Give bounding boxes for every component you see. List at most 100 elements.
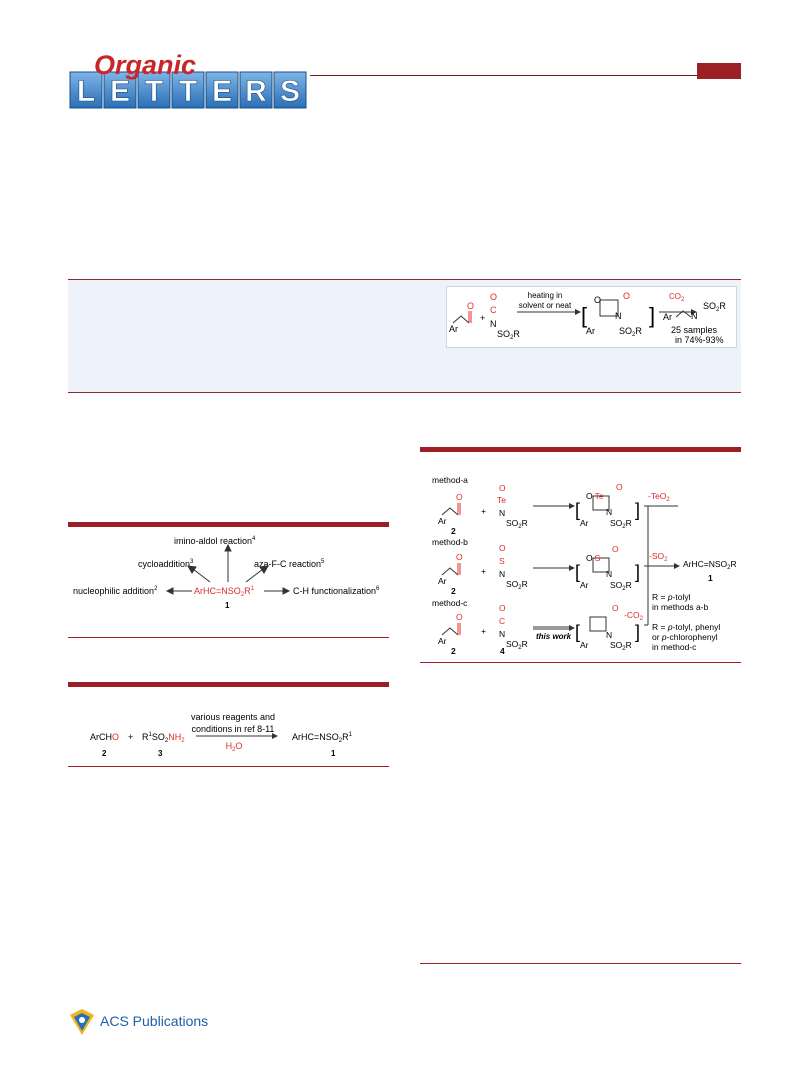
svg-text:heating in: heating in — [528, 291, 563, 300]
svg-text:1: 1 — [708, 573, 713, 583]
svg-text:SO2R: SO2R — [610, 580, 632, 592]
svg-text:O: O — [499, 603, 506, 613]
svg-text:Ar: Ar — [586, 326, 595, 336]
svg-text:1: 1 — [331, 749, 336, 758]
svg-text:SO2R: SO2R — [610, 518, 632, 530]
svg-text:method-a: method-a — [432, 475, 468, 485]
svg-text:3: 3 — [158, 749, 163, 758]
svg-text:N: N — [691, 311, 698, 321]
svg-text:+: + — [481, 626, 486, 636]
scheme2-bottom-rule — [420, 662, 741, 663]
svg-text:R = p-tolyl, phenyl: R = p-tolyl, phenyl — [652, 622, 720, 632]
svg-text:T: T — [145, 75, 163, 108]
svg-text:Ar: Ar — [438, 576, 447, 586]
svg-text:O: O — [467, 301, 474, 311]
svg-text:ArHC=NSO2R1: ArHC=NSO2R1 — [194, 586, 255, 598]
svg-text:Te: Te — [497, 495, 506, 505]
svg-text:in method-c: in method-c — [652, 642, 697, 652]
column-footer-rule — [420, 963, 741, 964]
svg-text:Ar: Ar — [663, 312, 672, 322]
svg-text:N: N — [606, 569, 612, 579]
svg-text:4: 4 — [500, 646, 505, 656]
svg-text:SO2R: SO2R — [506, 518, 528, 530]
svg-text:SO2R: SO2R — [506, 579, 528, 591]
scheme1-top-rule — [68, 682, 389, 687]
svg-text:[: [ — [575, 500, 580, 520]
figure1-graphic: imino-aldol reaction4 cycloaddition3 aza… — [68, 527, 389, 637]
svg-text:Ar: Ar — [438, 636, 447, 646]
svg-text:SO2R: SO2R — [610, 640, 632, 652]
acs-publications-logo: ACS Publications — [68, 1005, 228, 1037]
svg-text:]: ] — [635, 622, 640, 642]
svg-text:C: C — [499, 616, 505, 626]
scheme1-bottom-rule — [68, 766, 389, 767]
svg-text:R = p-tolyl: R = p-tolyl — [652, 592, 691, 602]
svg-text:Ar: Ar — [449, 324, 458, 334]
svg-text:SO2R: SO2R — [619, 326, 642, 338]
svg-text:[: [ — [575, 562, 580, 582]
figure1-top-rule — [68, 522, 389, 527]
svg-text:S: S — [499, 556, 505, 566]
svg-text:2: 2 — [451, 526, 456, 536]
svg-text:N: N — [499, 508, 505, 518]
svg-text:L: L — [77, 75, 95, 108]
svg-text:O: O — [594, 295, 601, 305]
svg-text:Ar: Ar — [580, 640, 589, 650]
svg-text:-TeO2: -TeO2 — [648, 491, 670, 503]
svg-text:O: O — [612, 603, 619, 613]
svg-text:C: C — [490, 305, 497, 315]
svg-text:+: + — [128, 732, 133, 742]
svg-text:Ar: Ar — [438, 516, 447, 526]
svg-text:ArHC=NSO2R: ArHC=NSO2R — [683, 559, 737, 571]
svg-text:N: N — [499, 569, 505, 579]
svg-text:or p-chlorophenyl: or p-chlorophenyl — [652, 632, 718, 642]
svg-text:N: N — [606, 630, 612, 640]
svg-text:ACS Publications: ACS Publications — [100, 1013, 208, 1029]
svg-text:[: [ — [581, 303, 587, 328]
svg-text:R1SO2NH2: R1SO2NH2 — [142, 732, 185, 744]
svg-text:2: 2 — [451, 646, 456, 656]
svg-text:O: O — [623, 291, 630, 301]
svg-text:Ar: Ar — [580, 580, 589, 590]
header-tab — [697, 63, 741, 79]
svg-text:O: O — [456, 612, 463, 622]
svg-text:R: R — [245, 75, 267, 108]
svg-text:]: ] — [635, 500, 640, 520]
svg-text:E: E — [212, 75, 232, 108]
svg-text:cycloaddition3: cycloaddition3 — [138, 559, 194, 569]
svg-text:S: S — [280, 75, 300, 108]
svg-text:conditions in ref 8-11: conditions in ref 8-11 — [192, 724, 275, 734]
toc-graphic: O Ar + O C N SO2R heating in solvent or … — [446, 286, 737, 348]
svg-text:1: 1 — [225, 601, 230, 610]
svg-text:OS: OS — [586, 553, 601, 563]
svg-text:-CO2: -CO2 — [624, 610, 644, 622]
journal-logo: L E T T E R S Organic — [68, 48, 313, 110]
svg-text:O: O — [612, 544, 619, 554]
svg-text:O: O — [456, 492, 463, 502]
svg-text:N: N — [499, 629, 505, 639]
svg-text:T: T — [179, 75, 197, 108]
svg-text:]: ] — [649, 303, 655, 328]
svg-text:this work: this work — [536, 632, 572, 641]
svg-text:method-c: method-c — [432, 598, 468, 608]
svg-text:-SO2: -SO2 — [649, 551, 668, 563]
logo-tiles — [69, 71, 307, 109]
svg-text:N: N — [615, 311, 622, 321]
svg-text:ArCHO: ArCHO — [90, 732, 119, 742]
svg-text:C-H functionalization6: C-H functionalization6 — [293, 586, 380, 596]
svg-text:H2O: H2O — [226, 741, 243, 753]
svg-text:CO2: CO2 — [669, 292, 685, 303]
svg-text:+: + — [481, 506, 486, 516]
svg-text:solvent or neat: solvent or neat — [519, 301, 572, 310]
scheme2-top-rule — [420, 447, 741, 452]
figure1-bottom-rule — [68, 637, 389, 638]
svg-text:SO2R: SO2R — [703, 301, 726, 313]
svg-text:nucleophilic addition2: nucleophilic addition2 — [73, 586, 158, 596]
svg-text:imino-aldol reaction4: imino-aldol reaction4 — [174, 536, 256, 546]
svg-text:Organic: Organic — [94, 50, 196, 80]
svg-text:ArHC=NSO2R1: ArHC=NSO2R1 — [292, 732, 353, 744]
acs-emblem-icon — [70, 1009, 94, 1035]
scheme1-graphic: ArCHO + R1SO2NH2 various reagents and co… — [68, 690, 389, 765]
svg-text:2: 2 — [451, 586, 456, 596]
